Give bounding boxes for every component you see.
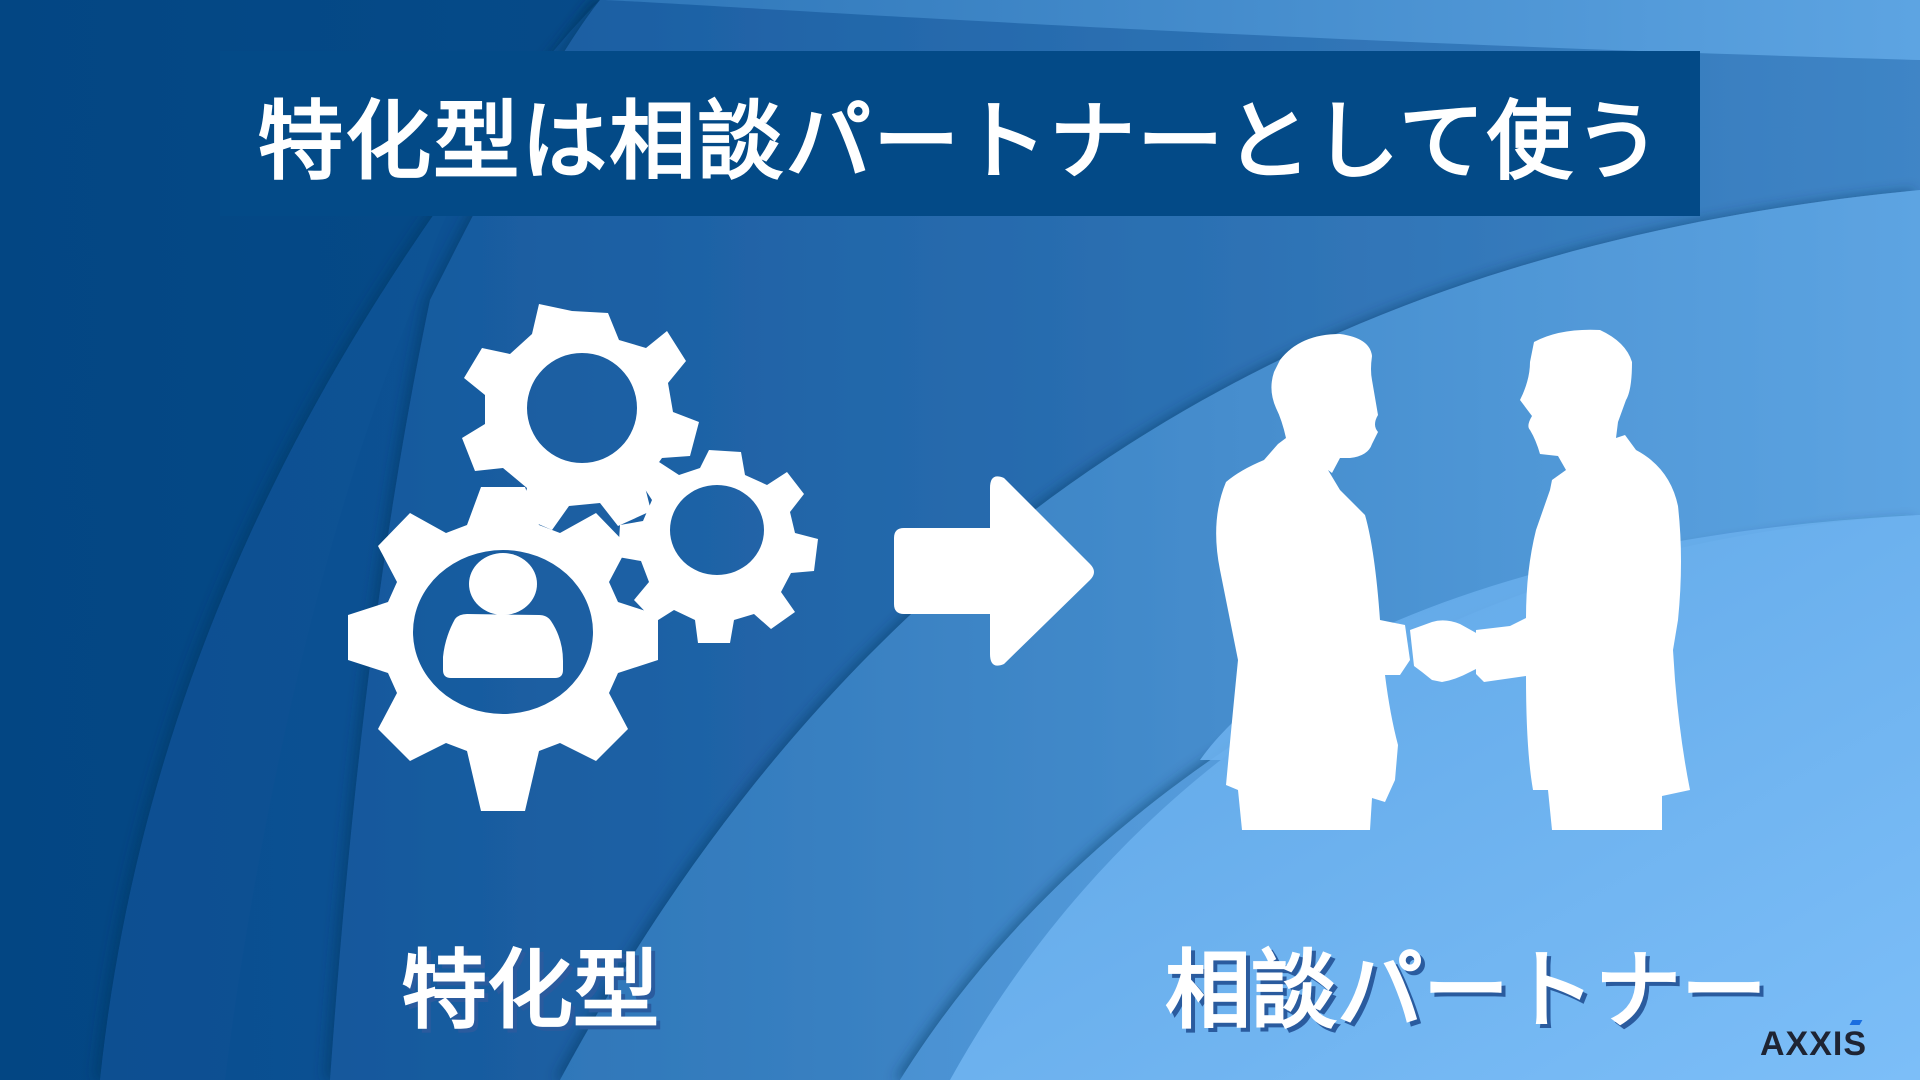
specialized-type-label: 特化型	[401, 941, 659, 1041]
top-gear-icon	[462, 304, 699, 530]
gears-with-person-icon	[348, 304, 818, 811]
right-arrow-icon	[894, 476, 1094, 666]
title-banner: 特化型は相談パートナーとして使う	[220, 51, 1700, 216]
left-businessman-icon	[1216, 334, 1410, 830]
handshake-hands-icon	[1410, 620, 1482, 682]
consultation-partner-label: 相談パートナー	[1165, 941, 1767, 1041]
small-gear-icon	[618, 450, 818, 643]
handshake-businessmen-icon	[1216, 329, 1690, 830]
slide-title: 特化型は相談パートナーとして使う	[257, 92, 1663, 192]
person-icon	[443, 553, 563, 678]
large-gear-icon	[348, 487, 658, 811]
right-businessman-icon	[1476, 329, 1690, 830]
axxis-logo: AXXIS	[1760, 1025, 1868, 1063]
